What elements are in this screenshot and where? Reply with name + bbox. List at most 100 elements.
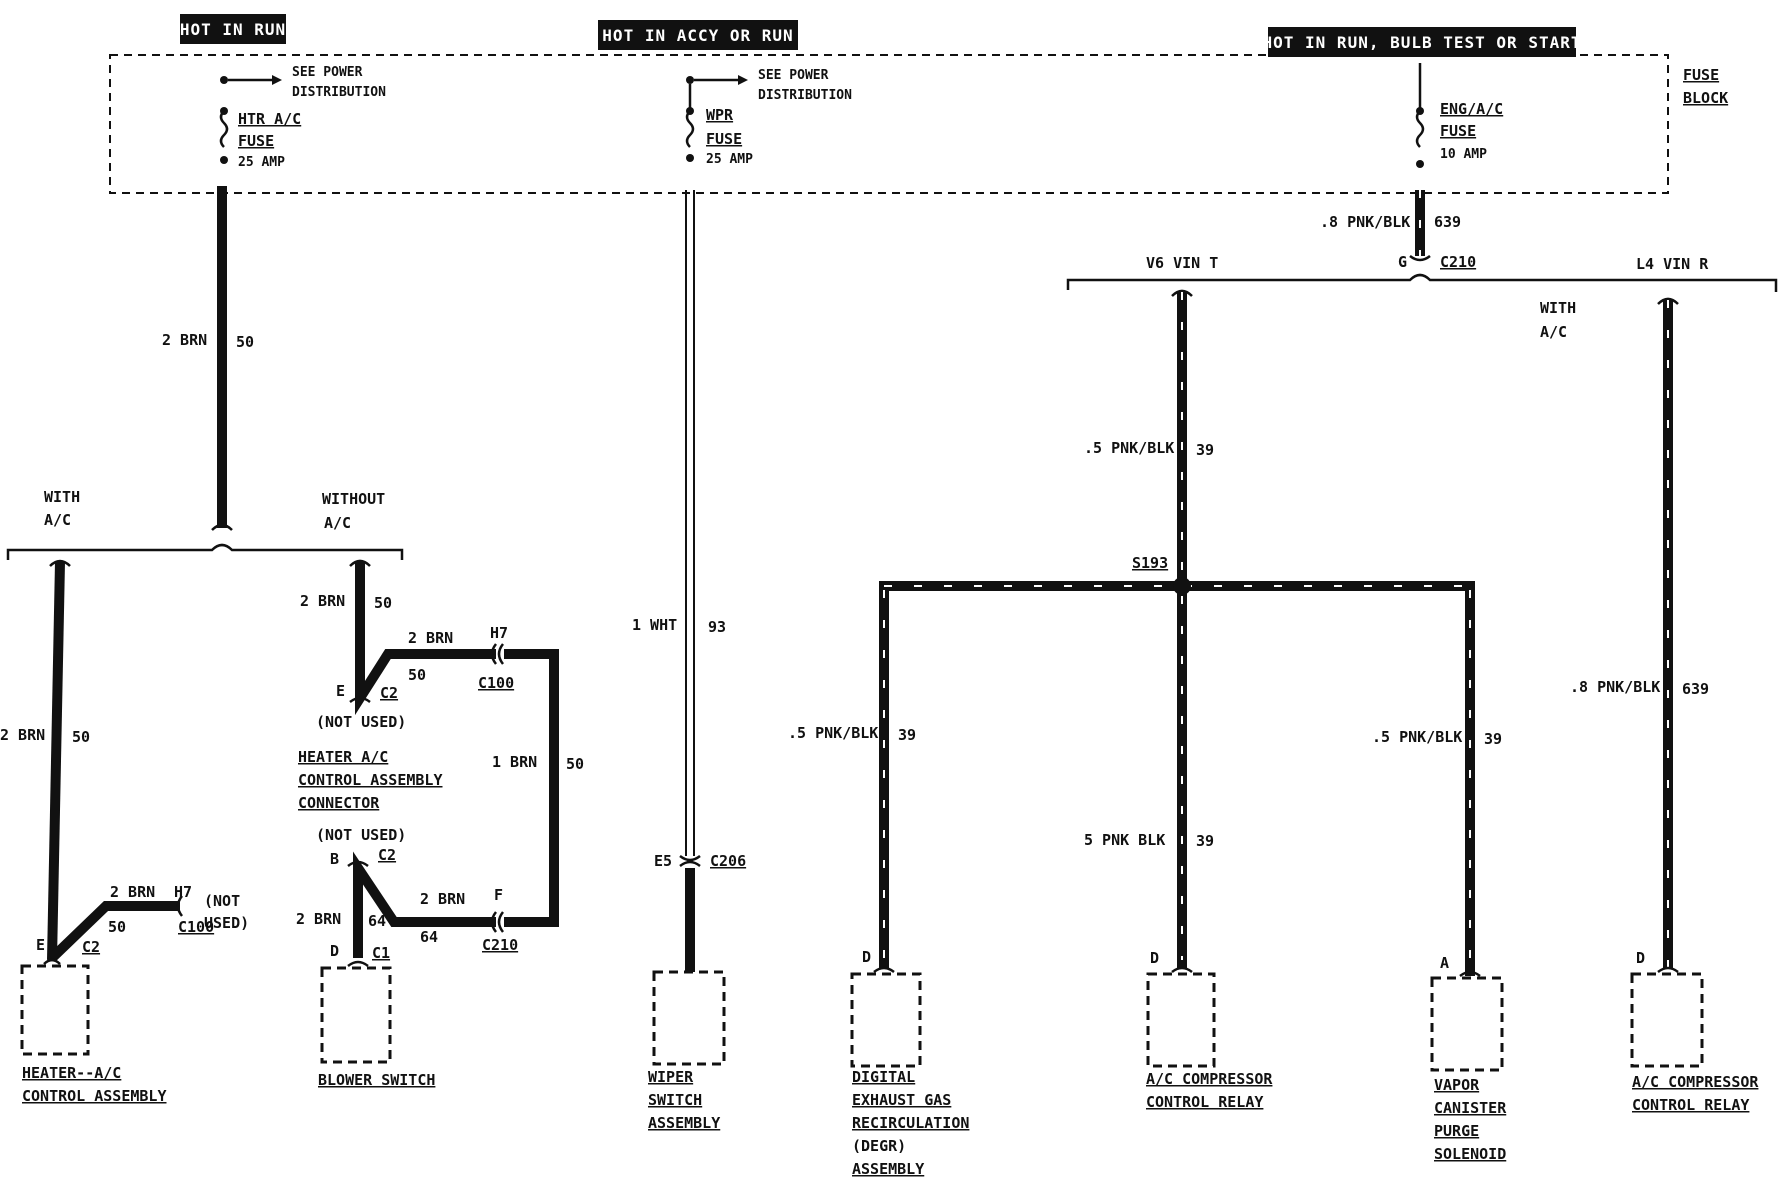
svg-text:HOT IN RUN, BULB TEST OR START: HOT IN RUN, BULB TEST OR START [1263,33,1582,52]
vapor-label-3: PURGE [1434,1122,1479,1140]
option-bar-left [6,543,404,560]
label-d-blower: D [330,942,339,960]
see-power-1a: SEE POWER [292,65,363,80]
svg-text:HTR A/C: HTR A/C [238,110,301,128]
svg-text:HOT IN ACCY OR RUN: HOT IN ACCY OR RUN [602,26,793,45]
degr-label-3: RECIRCULATION [852,1114,969,1132]
label-50-loop: 50 [566,755,584,773]
svg-text:10 AMP: 10 AMP [1440,147,1487,162]
acc-v6-label-1: A/C COMPRESSOR [1146,1070,1273,1088]
wire-label-2brn-trunk: 2 BRN [162,331,207,349]
svg-text:ENG/A/C: ENG/A/C [1440,100,1503,118]
wiper-label-3: ASSEMBLY [648,1114,720,1132]
label-50-without: 50 [374,594,392,612]
label-s193: S193 [1132,554,1168,572]
ac-compressor-relay-l4-box [1630,972,1704,1068]
label-c1: C1 [372,944,390,962]
degr-assembly-box [850,972,922,1068]
label-39-degr: 39 [898,726,916,744]
label-8pnk-l4: .8 PNK/BLK [1570,678,1660,696]
label-c210-right: C210 [1440,253,1476,271]
label-c2-left: C2 [82,938,100,956]
label-h7-mid: H7 [490,624,508,642]
label-2brn-64: 2 BRN [420,890,465,908]
label-2brn-h7-mid: 2 BRN [408,629,453,647]
svg-text:25 AMP: 25 AMP [706,152,753,167]
htr-ac-fuse: HTR A/C FUSE 25 AMP [219,75,301,170]
opt-ac-without: A/C [324,514,351,532]
wire-label-2brn-with: 2 BRN [0,726,45,744]
label-not-used-mid: (NOT USED) [316,713,406,731]
label-39-acc: 39 [1196,832,1214,850]
degr-label-5: ASSEMBLY [852,1160,924,1178]
label-b: B [330,850,339,868]
eng-ac-fuse: ENG/A/C FUSE 10 AMP [1415,63,1503,168]
label-50-h7-mid: 50 [408,666,426,684]
opt-ac-right: A/C [1540,323,1567,341]
label-c2-b: C2 [378,846,396,864]
see-power-1b: DISTRIBUTION [292,85,386,100]
opt-without: WITHOUT [322,490,385,508]
label-not-used-b: USED) [204,914,249,932]
label-2brn-h7: 2 BRN [110,883,155,901]
wire-with-ac-brn-50 [47,561,65,961]
label-5pnk-acc: 5 PNK BLK [1084,831,1165,849]
blower-switch-box [320,966,392,1064]
label-1wht: 1 WHT [632,616,677,634]
label-d-degr: D [862,948,871,966]
see-power-2a: SEE POWER [758,68,829,83]
option-bar-right [1066,273,1778,292]
label-c210-mid: C210 [482,936,518,954]
wiper-label-2: SWITCH [648,1091,702,1109]
svg-text:25 AMP: 25 AMP [238,155,285,170]
label-64-mid: 64 [420,928,438,946]
svg-text:FUSE: FUSE [238,132,274,150]
wire-label-50-trunk: 50 [236,333,254,351]
fuse-block-boundary [109,54,1669,194]
degr-label-4: (DEGR) [852,1137,906,1155]
label-64-blower: 64 [368,912,386,930]
label-e5: E5 [654,852,672,870]
hot-in-run-label: HOT IN RUN [180,14,286,44]
ac-compressor-relay-v6-box [1146,972,1216,1068]
label-h7-left: H7 [174,883,192,901]
opt-ac-left: A/C [44,511,71,529]
label-e-left: E [36,936,45,954]
label-f: F [494,886,503,904]
wpr-fuse: WPR FUSE 25 AMP [685,75,753,167]
heater-conn-label-1: HEATER A/C [298,748,388,766]
label-c100-left: C100 [178,918,214,936]
fuse-block-label-2: BLOCK [1683,89,1728,107]
wire-1brn-50-loop [504,649,559,927]
hot-accy-run-label: HOT IN ACCY OR RUN [598,20,798,50]
label-c2-mid: C2 [380,684,398,702]
wiper-label-1: WIPER [648,1068,694,1086]
heater-conn-label-3: CONNECTOR [298,794,380,812]
acc-l4-label-2: CONTROL RELAY [1632,1096,1749,1114]
acc-l4-label-1: A/C COMPRESSOR [1632,1073,1759,1091]
wire-with-h7-stub [48,901,180,962]
opt-with-right: WITH [1540,299,1576,317]
label-5pnk-degr: .5 PNK/BLK [788,724,878,742]
opt-l4: L4 VIN R [1636,255,1709,273]
label-d-acc: D [1150,949,1159,967]
label-c100-mid: C100 [478,674,514,692]
vapor-canister-box [1430,976,1504,1072]
label-c206: C206 [710,852,746,870]
hot-run-bulb-start-label: HOT IN RUN, BULB TEST OR START [1263,27,1582,57]
label-93: 93 [708,618,726,636]
label-50-h7: 50 [108,918,126,936]
heater-ac-control-assembly-box [20,964,90,1056]
degr-label-1: DIGITAL [852,1068,915,1086]
label-2brn-blower: 2 BRN [296,910,341,928]
opt-v6: V6 VIN T [1146,254,1218,272]
vapor-label-1: VAPOR [1434,1076,1480,1094]
label-d-l4: D [1636,949,1645,967]
heater-conn-label-2: CONTROL ASSEMBLY [298,771,443,789]
label-8pnk-top: .8 PNK/BLK [1320,213,1410,231]
label-g: G [1398,253,1407,271]
svg-text:FUSE: FUSE [706,130,742,148]
wire-label-50-with: 50 [72,728,90,746]
acc-v6-label-2: CONTROL RELAY [1146,1093,1263,1111]
